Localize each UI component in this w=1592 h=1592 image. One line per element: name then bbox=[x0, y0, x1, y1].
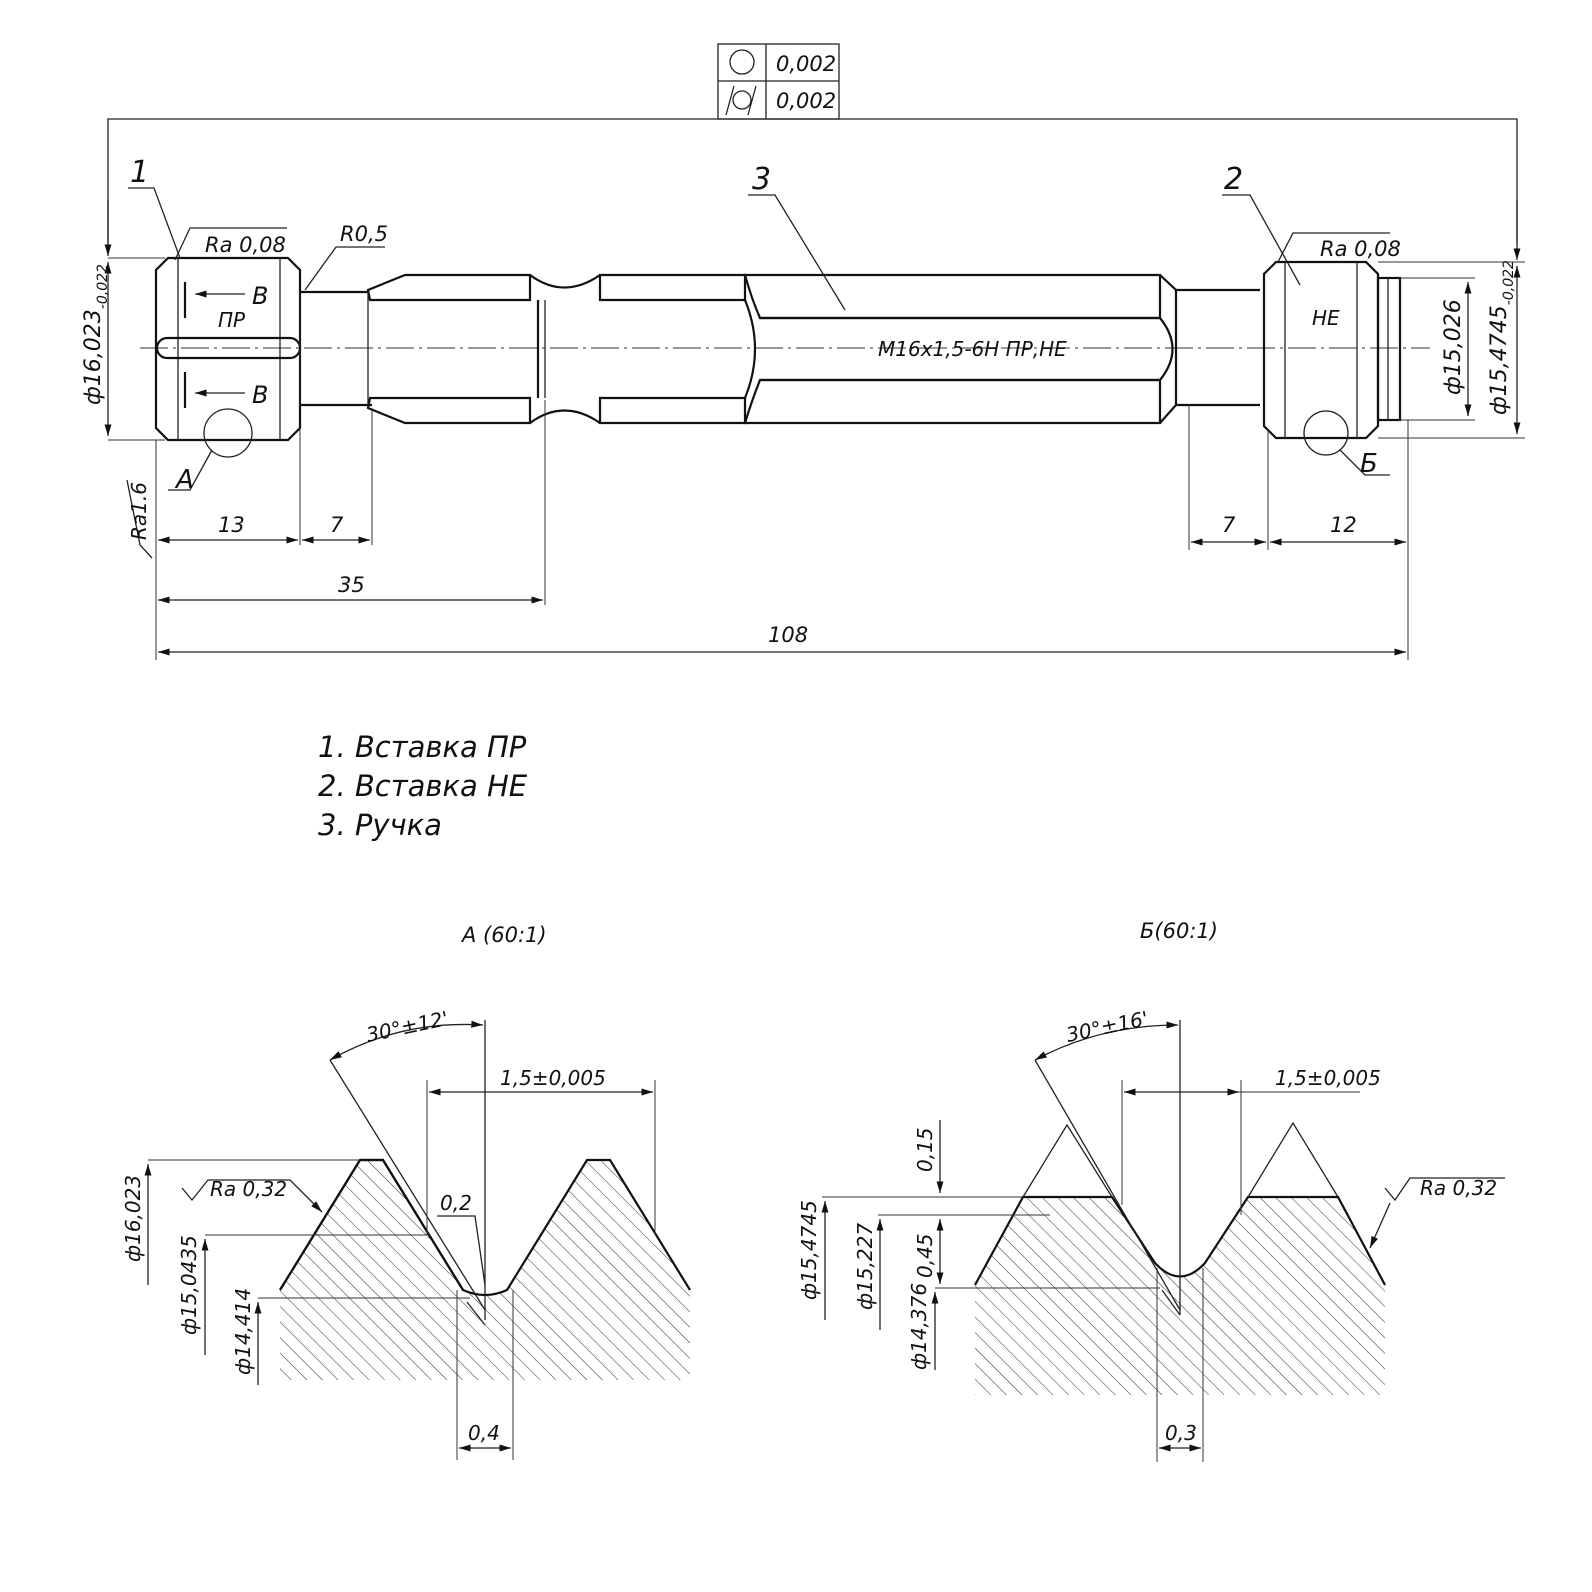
detail-a-pitch: 1,5±0,005 bbox=[500, 1066, 606, 1090]
detail-b-d2: ф15,227 bbox=[853, 1223, 877, 1310]
parts-legend: 1. Вставка ПР 2. Вставка НЕ 3. Ручка bbox=[318, 728, 527, 845]
detail-a-width: 0,4 bbox=[468, 1421, 500, 1445]
detail-b: Б(60:1) 30°±16' 1,5±0,005 0,15 0,45 ф15,… bbox=[797, 919, 1505, 1462]
dim-12: 12 bbox=[1330, 513, 1357, 537]
dim-108: 108 bbox=[768, 623, 808, 647]
radius-label: R0,5 bbox=[340, 222, 388, 246]
section-mark-top: В bbox=[252, 282, 268, 310]
left-diameter: ф16,023 bbox=[81, 309, 106, 405]
go-mark: ПР bbox=[218, 308, 246, 332]
tolerance-frame: 0,002 0,002 bbox=[104, 43, 1521, 260]
detail-b-pitch: 1,5±0,005 bbox=[1275, 1066, 1381, 1090]
detail-b-h1: 0,15 bbox=[913, 1127, 937, 1172]
cylindricity-value: 0,002 bbox=[776, 89, 836, 113]
position-1: 1 bbox=[130, 155, 149, 190]
right-diameter: ф15,4745 bbox=[1487, 305, 1512, 415]
detail-a-title: А (60:1) bbox=[460, 923, 547, 947]
dim-13: 13 bbox=[218, 513, 245, 537]
left-diameter-tol: -0,022 bbox=[95, 264, 111, 309]
right-diameter-tol: -0,022 bbox=[1501, 260, 1517, 305]
detail-a-d1: ф16,023 bbox=[121, 1175, 145, 1262]
detail-b-width: 0,3 bbox=[1165, 1421, 1197, 1445]
detail-a-root: 0,2 bbox=[440, 1191, 472, 1215]
section-mark-bottom: В bbox=[252, 381, 268, 409]
handle-section-top bbox=[366, 273, 532, 302]
position-2: 2 bbox=[1224, 162, 1243, 197]
knurl-top bbox=[743, 273, 1162, 320]
cylindricity-icon bbox=[725, 85, 757, 116]
left-insert-head bbox=[154, 256, 302, 442]
svg-text:ф15,4745-0,022: ф15,4745-0,022 bbox=[1487, 260, 1517, 415]
detail-ref-a: А bbox=[174, 465, 194, 495]
detail-a-d3: ф14,414 bbox=[231, 1288, 255, 1375]
legend-item-3: 3. Ручка bbox=[318, 808, 442, 842]
detail-circle-b bbox=[1303, 410, 1349, 456]
main-view: В В ПР М16х1,5-6Н ПР,НЕ НЕ bbox=[81, 155, 1525, 660]
handle-section-bottom bbox=[366, 396, 532, 425]
knurl-bottom bbox=[743, 378, 1162, 425]
roughness-general: Ra1.6 bbox=[127, 482, 151, 540]
right-insert-head bbox=[1262, 260, 1380, 440]
right-mid-diameter: ф15,026 bbox=[1441, 299, 1466, 395]
nogo-mark: НЕ bbox=[1312, 306, 1340, 330]
svg-text:ф16,023-0,022: ф16,023-0,022 bbox=[81, 264, 111, 405]
detail-b-roughness: Ra 0,32 bbox=[1420, 1176, 1497, 1200]
detail-circle-a bbox=[203, 408, 253, 458]
legend-item-1: 1. Вставка ПР bbox=[318, 730, 527, 764]
dim-7-left: 7 bbox=[330, 513, 344, 537]
detail-b-title: Б(60:1) bbox=[1140, 919, 1218, 943]
dim-35: 35 bbox=[338, 573, 365, 597]
detail-b-angle: 30°±16' bbox=[1064, 1006, 1150, 1047]
detail-a-profile bbox=[280, 1160, 690, 1380]
detail-a: А (60:1) 30°±12' 1,5±0,005 0,2 ф16,023 ф… bbox=[121, 923, 691, 1460]
roundness-icon bbox=[729, 49, 755, 75]
detail-b-d1: ф15,4745 bbox=[797, 1200, 821, 1300]
detail-b-d3: ф14,376 bbox=[907, 1283, 931, 1370]
detail-b-h2: 0,45 bbox=[913, 1233, 937, 1278]
legend-item-2: 2. Вставка НЕ bbox=[318, 769, 528, 803]
position-3: 3 bbox=[752, 162, 771, 197]
roughness-right-insert: Ra 0,08 bbox=[1320, 237, 1401, 261]
roughness-left-insert: Ra 0,08 bbox=[205, 233, 286, 257]
roundness-value: 0,002 bbox=[776, 52, 836, 76]
detail-ref-b: Б bbox=[1360, 449, 1378, 479]
detail-a-roughness: Ra 0,32 bbox=[210, 1177, 287, 1201]
thread-designation: М16х1,5-6Н ПР,НЕ bbox=[878, 337, 1067, 361]
dim-7-right: 7 bbox=[1222, 513, 1236, 537]
detail-a-d2: ф15,0435 bbox=[177, 1235, 201, 1335]
detail-a-angle: 30°±12' bbox=[364, 1006, 450, 1047]
